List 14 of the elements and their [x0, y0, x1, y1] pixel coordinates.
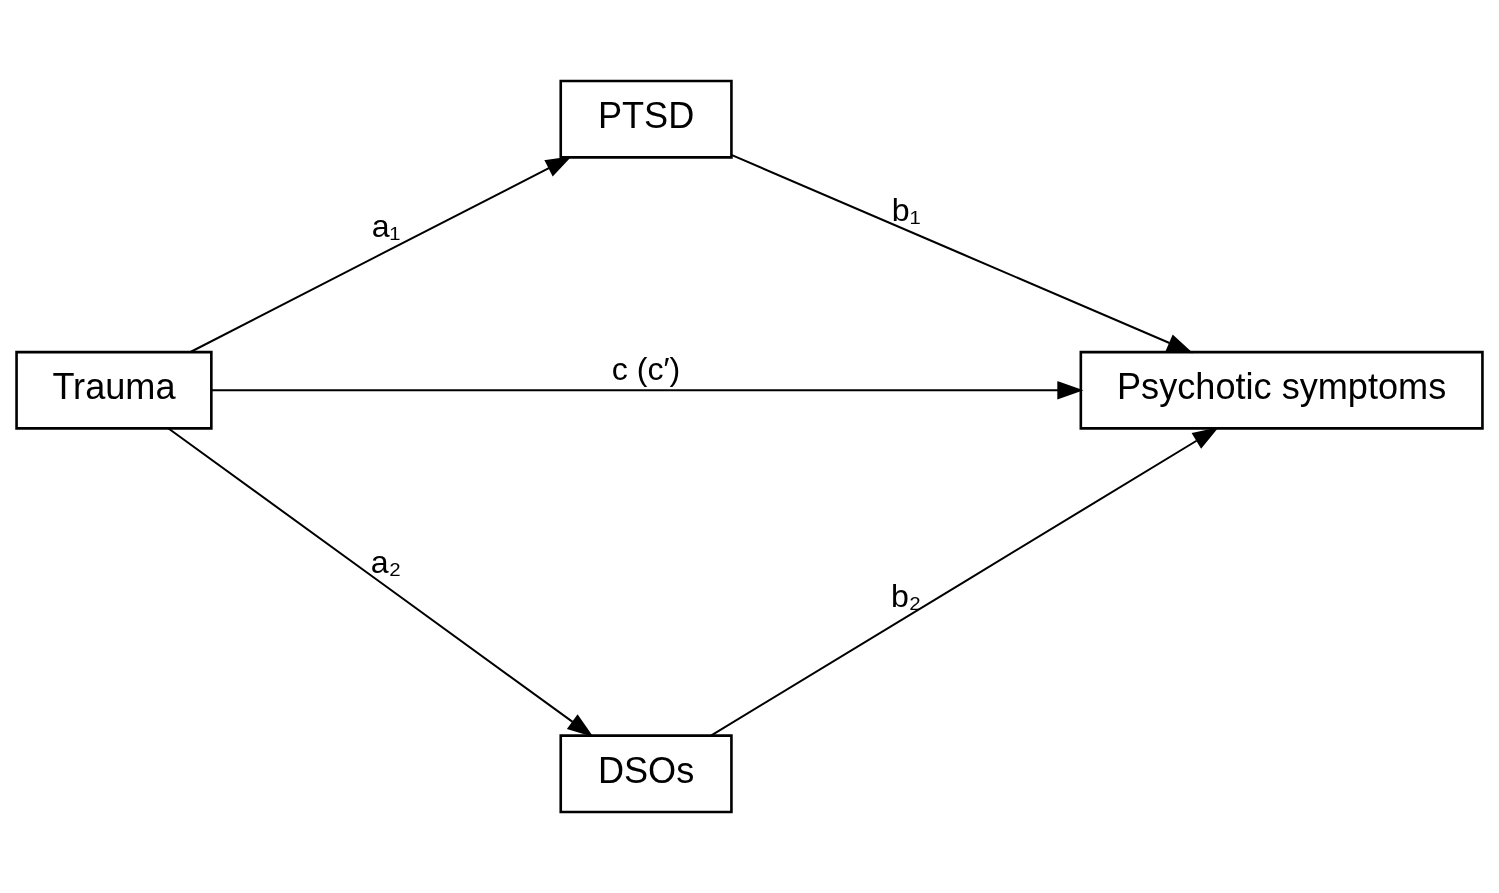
arrow	[190, 156, 572, 353]
arrow	[710, 427, 1219, 737]
node-box: Trauma	[15, 350, 213, 430]
arrow	[731, 154, 1194, 354]
arrow	[211, 381, 1084, 400]
node-box: Psychotic symptoms	[1079, 350, 1484, 430]
node-box: DSOs	[559, 734, 733, 814]
edge-label: a₁	[371, 208, 401, 245]
edge-label: c (c′)	[611, 350, 681, 387]
arrow	[167, 427, 594, 737]
edge-label: b₁	[891, 192, 921, 229]
edge-label: a₂	[370, 543, 402, 580]
edge-label: b₂	[890, 577, 922, 614]
node-box: PTSD	[559, 79, 733, 159]
